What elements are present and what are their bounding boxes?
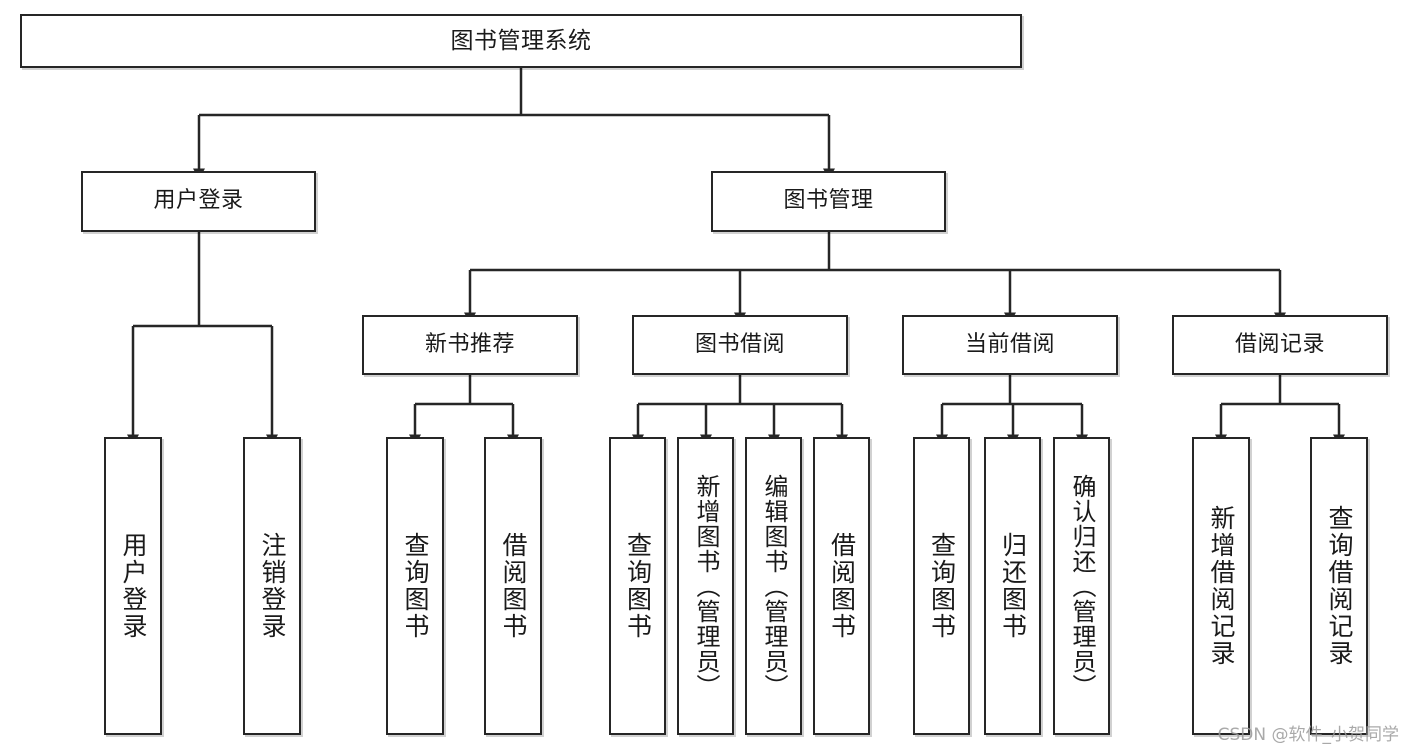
node-leaf-cb-return[interactable]: 归还图书 xyxy=(984,437,1041,735)
node-leaf-br-query[interactable]: 查询借阅记录 xyxy=(1310,437,1368,735)
connector-lines xyxy=(133,68,1339,436)
watermark-text: CSDN @软件_小贺同学 xyxy=(1217,725,1399,745)
node-label: 新书推荐 xyxy=(424,331,515,357)
node-leaf-user-logout[interactable]: 注销登录 xyxy=(243,437,301,735)
node-label: 查询图书 xyxy=(927,532,957,640)
node-label: 查询图书 xyxy=(401,532,430,640)
node-label: 查询借阅记录 xyxy=(1325,505,1354,667)
node-leaf-br-add[interactable]: 新增借阅记录 xyxy=(1192,437,1250,735)
node-label: 借阅图书 xyxy=(499,532,528,640)
node-root[interactable]: 图书管理系统 xyxy=(20,14,1022,68)
node-book-manage[interactable]: 图书管理 xyxy=(711,171,946,232)
node-new-book-rec[interactable]: 新书推荐 xyxy=(362,315,578,375)
node-leaf-user-login[interactable]: 用户登录 xyxy=(104,437,162,735)
node-label: 图书借阅 xyxy=(694,331,785,357)
node-user-login[interactable]: 用户登录 xyxy=(81,171,316,232)
node-leaf-bb-borrow[interactable]: 借阅图书 xyxy=(813,437,870,735)
node-label: 借阅记录 xyxy=(1234,331,1325,357)
node-leaf-cb-query[interactable]: 查询图书 xyxy=(913,437,970,735)
node-label: 用户登录 xyxy=(153,188,244,214)
node-borrow-record[interactable]: 借阅记录 xyxy=(1172,315,1388,375)
node-label: 查询图书 xyxy=(623,532,653,640)
node-label: 归还图书 xyxy=(998,532,1028,640)
node-leaf-cb-confirm[interactable]: 确认归还（管理员） xyxy=(1053,437,1110,735)
node-label: 编辑图书（管理员） xyxy=(759,473,788,699)
node-leaf-rec-query[interactable]: 查询图书 xyxy=(386,437,444,735)
node-leaf-bb-edit[interactable]: 编辑图书（管理员） xyxy=(745,437,802,735)
node-label: 图书管理系统 xyxy=(450,27,592,54)
node-label: 用户登录 xyxy=(119,532,148,640)
node-leaf-rec-borrow[interactable]: 借阅图书 xyxy=(484,437,542,735)
node-leaf-bb-query[interactable]: 查询图书 xyxy=(609,437,666,735)
node-book-borrow[interactable]: 图书借阅 xyxy=(632,315,848,375)
node-label: 当前借阅 xyxy=(964,331,1055,357)
node-label: 新增借阅记录 xyxy=(1207,505,1236,667)
node-leaf-bb-add[interactable]: 新增图书（管理员） xyxy=(677,437,734,735)
node-label: 图书管理 xyxy=(783,188,874,214)
node-label: 注销登录 xyxy=(258,532,287,640)
node-label: 确认归还（管理员） xyxy=(1067,473,1096,699)
node-label: 借阅图书 xyxy=(827,532,857,640)
node-current-borrow[interactable]: 当前借阅 xyxy=(902,315,1118,375)
node-label: 新增图书（管理员） xyxy=(691,473,720,699)
